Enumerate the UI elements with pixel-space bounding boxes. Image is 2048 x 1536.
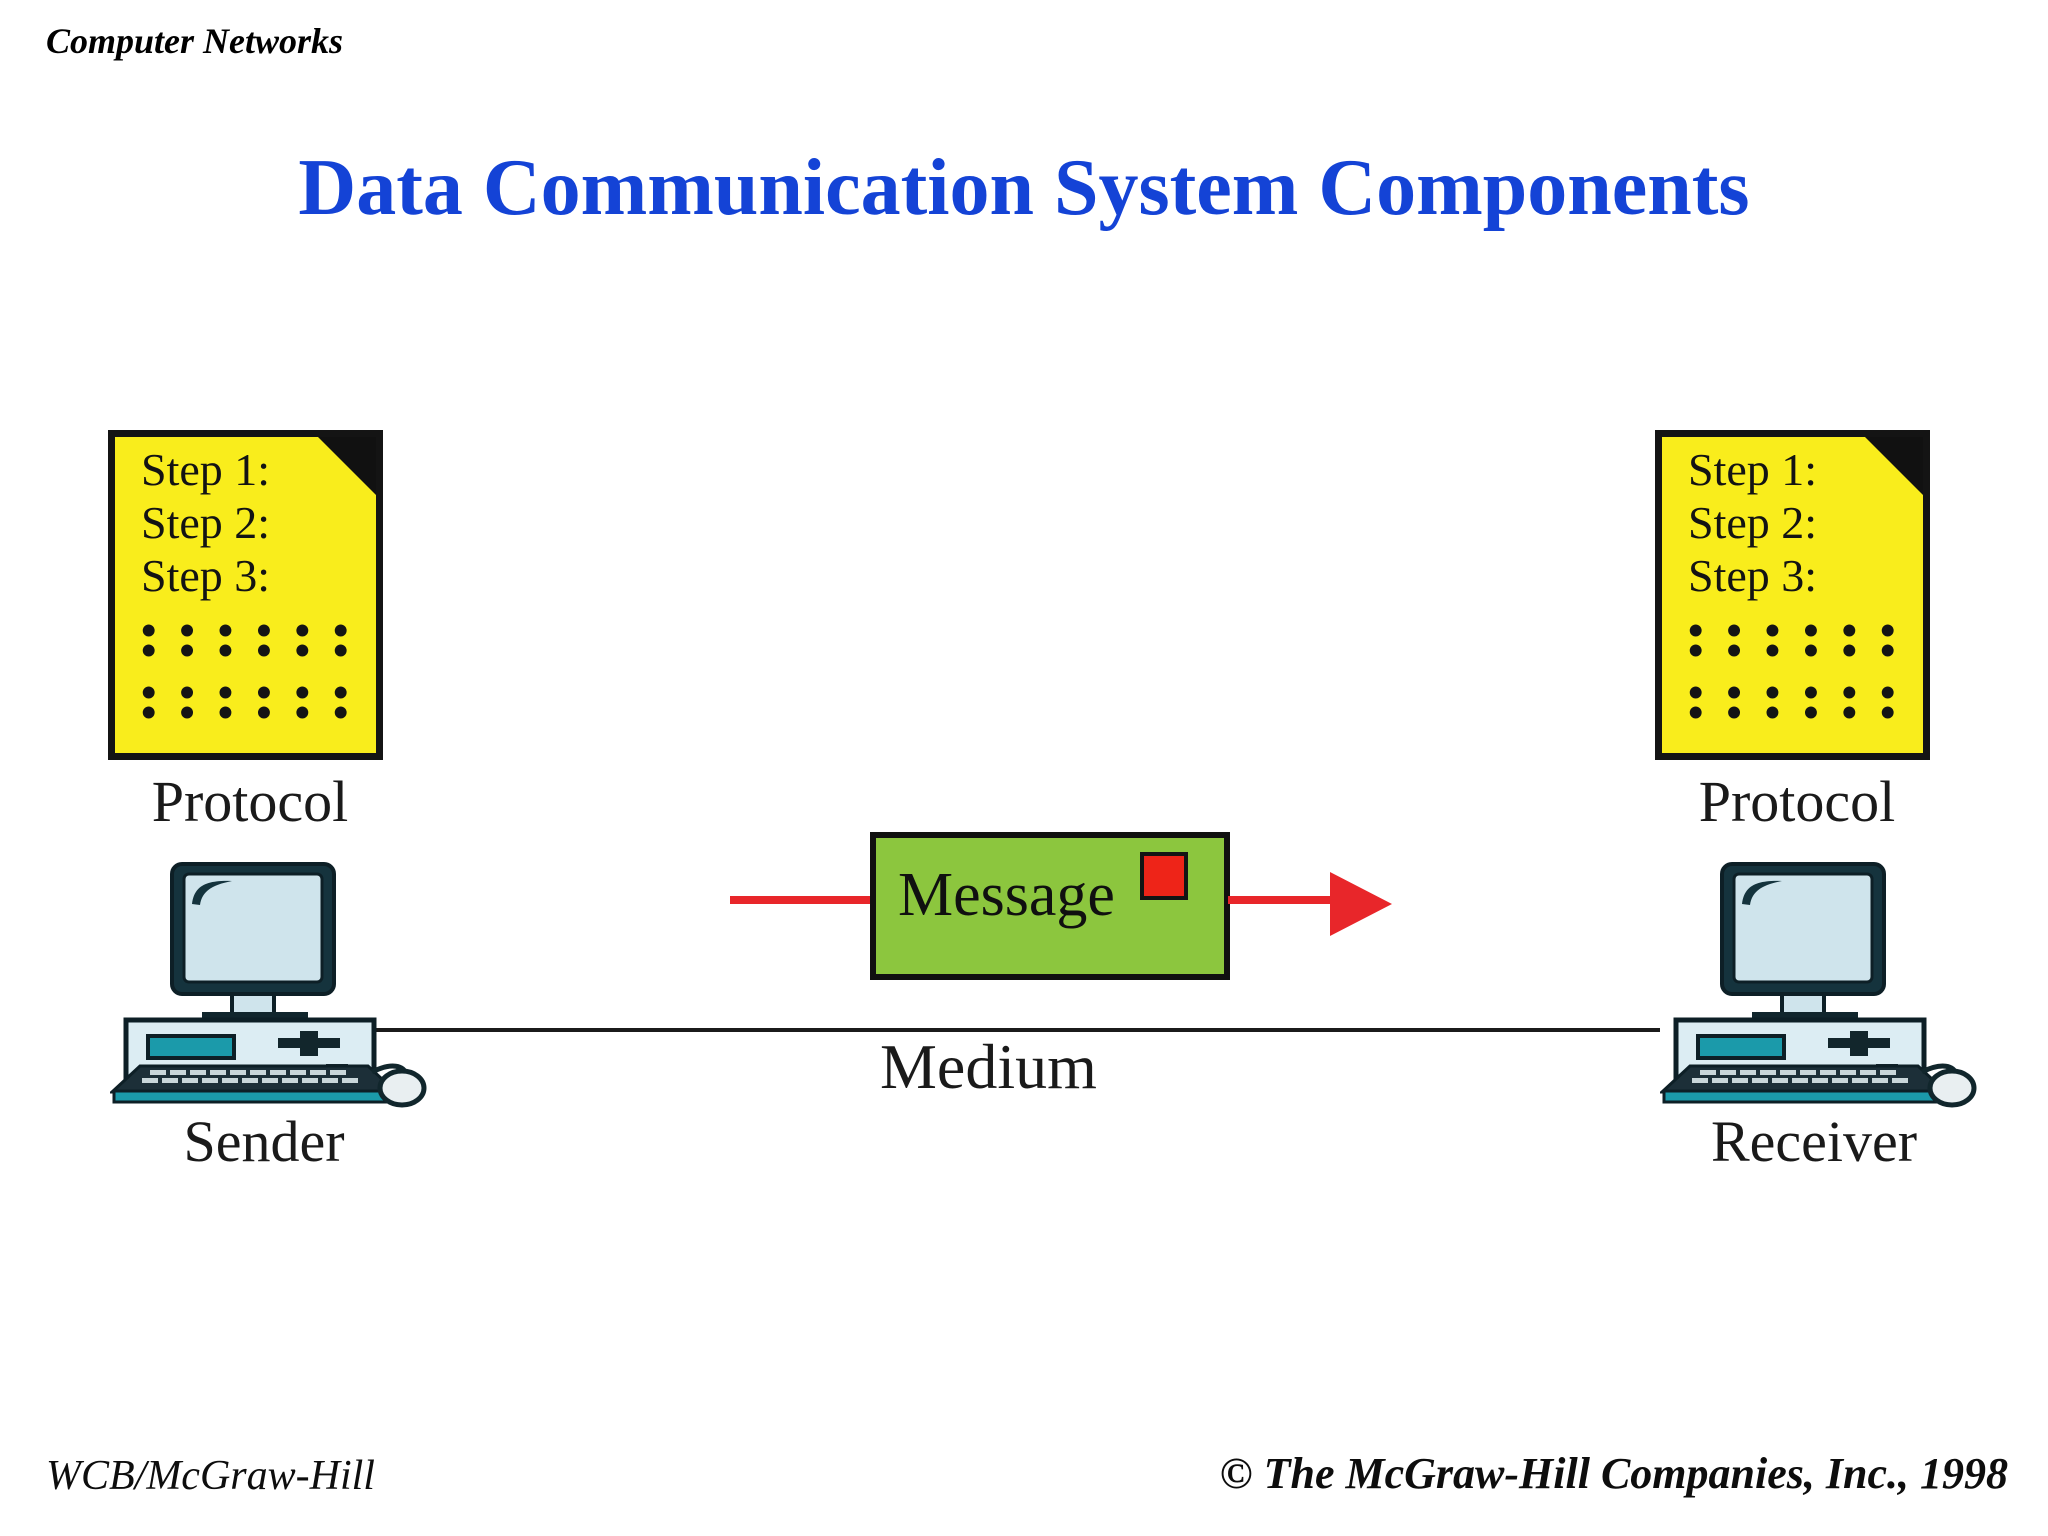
protocol-right-steps: Step 1: Step 2: Step 3: <box>1688 443 1817 602</box>
protocol-left-step-1: Step 1: <box>141 444 271 495</box>
message-inbound-line <box>730 896 872 904</box>
message-box: Message <box>870 832 1230 980</box>
footer-copyright: © The McGraw-Hill Companies, Inc., 1998 <box>1219 1449 2008 1498</box>
medium-label: Medium <box>880 1031 1097 1102</box>
desktop-computer-icon <box>110 862 427 1108</box>
protocol-right-label: Protocol <box>1698 769 1896 834</box>
receiver-group: Receiver <box>1660 860 1980 1174</box>
message-outbound-line <box>1228 896 1338 904</box>
slide-header: Computer Networks <box>46 21 344 61</box>
protocol-left-steps: Step 1: Step 2: Step 3: <box>141 443 270 602</box>
protocol-left-group: Step 1: Step 2: Step 3: • • • • • • • • … <box>108 430 408 834</box>
sender-label: Sender <box>183 1109 345 1174</box>
protocol-left-label: Protocol <box>151 769 349 834</box>
arrow-right-icon <box>1330 872 1392 936</box>
sender-group: Sender <box>110 860 430 1174</box>
protocol-left-step-2: Step 2: <box>141 497 271 548</box>
message-label: Message <box>898 861 1115 929</box>
protocol-right-step-2: Step 2: <box>1688 497 1818 548</box>
protocol-right-step-1: Step 1: <box>1688 444 1818 495</box>
protocol-left-dots-row-1: • • • • • • • • • • • • <box>141 606 355 675</box>
protocol-right-dots-row-2: • • • • • • • • • • • • <box>1688 668 1902 737</box>
page-title: Data Communication System Components <box>298 144 1750 232</box>
protocol-right-dots-row-1: • • • • • • • • • • • • <box>1688 606 1902 675</box>
protocol-right-document: Step 1: Step 2: Step 3: • • • • • • • • … <box>1655 430 1930 760</box>
footer-publisher: WCB/McGraw-Hill <box>46 1453 375 1499</box>
desktop-computer-icon <box>1660 862 1977 1108</box>
message-marker-icon <box>1140 852 1188 900</box>
page-fold-icon <box>1863 437 1923 497</box>
receiver-label: Receiver <box>1710 1109 1918 1174</box>
protocol-left-document: Step 1: Step 2: Step 3: • • • • • • • • … <box>108 430 383 760</box>
protocol-right-step-3: Step 3: <box>1688 550 1818 601</box>
protocol-right-group: Step 1: Step 2: Step 3: • • • • • • • • … <box>1655 430 1955 834</box>
protocol-left-dots-row-2: • • • • • • • • • • • • <box>141 668 355 737</box>
protocol-left-step-3: Step 3: <box>141 550 271 601</box>
page-fold-icon <box>316 437 376 497</box>
medium-line <box>360 1028 1660 1032</box>
